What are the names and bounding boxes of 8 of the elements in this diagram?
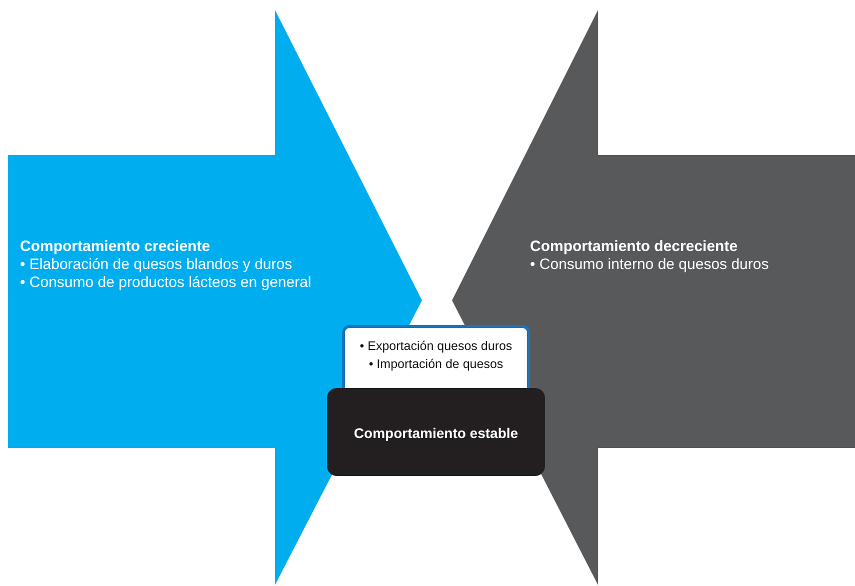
- bullet-item: • Consumo interno de quesos duros: [530, 256, 769, 274]
- bullet-item: • Exportación quesos duros: [358, 338, 514, 355]
- bullet-item: • Importación de quesos: [368, 356, 504, 373]
- heading: Comportamiento estable: [352, 424, 520, 442]
- bullet-item: • Consumo de productos lácteos en general: [20, 274, 312, 292]
- bullet-item: • Elaboración de quesos blandos y duros: [20, 256, 292, 274]
- heading: Comportamiento creciente: [20, 238, 210, 256]
- heading: Comportamiento decreciente: [530, 238, 738, 256]
